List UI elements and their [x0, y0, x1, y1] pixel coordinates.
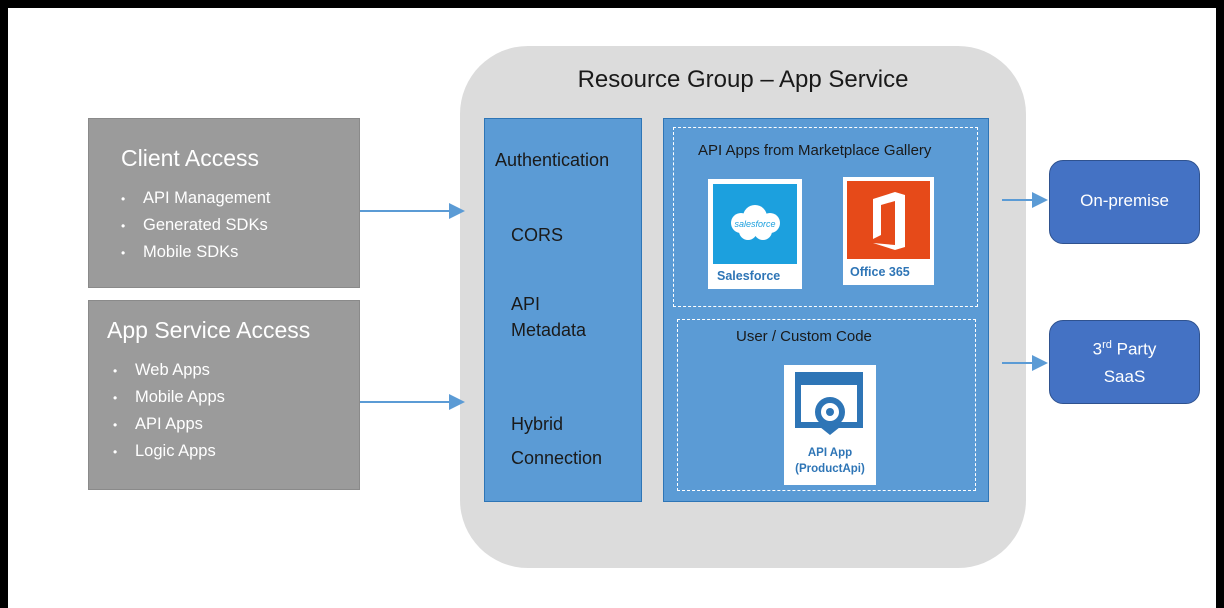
list-item-label: Mobile Apps [135, 388, 225, 406]
salesforce-logo-icon: salesforce [713, 184, 797, 264]
hybrid-line1: Hybrid [511, 414, 564, 434]
diagram-canvas: Client Access • API Management • Generated… [8, 8, 1216, 608]
third-party-saas-box: 3rd Party SaaS [1049, 320, 1200, 404]
api-app-label-line2: (ProductApi) [795, 463, 865, 475]
list-item-label: Web Apps [135, 361, 210, 379]
api-app-tile: API App (ProductApi) [784, 365, 876, 485]
bullet-icon: • [121, 219, 126, 233]
list-item-label: Logic Apps [135, 442, 216, 460]
list-item-label: Mobile SDKs [143, 243, 239, 261]
bullet-icon: • [113, 445, 118, 459]
third-party-label: 3rd Party [1050, 339, 1199, 360]
auth-column: Authentication CORS API Metadata Hybrid … [484, 118, 642, 502]
bullet-icon: • [113, 418, 118, 432]
on-premise-box: On-premise [1049, 160, 1200, 244]
api-app-icon [795, 372, 863, 435]
third-party-suffix: rd [1102, 339, 1112, 351]
bullet-icon: • [113, 364, 118, 378]
connector-arrows [360, 192, 1048, 410]
resource-group-title: Resource Group – App Service [577, 66, 909, 93]
custom-code-region: User / Custom Code [677, 319, 976, 491]
list-item: • Generated SDKs [121, 212, 271, 239]
hybrid-connection-label: Hybrid Connection [511, 411, 602, 471]
bullet-icon: • [121, 246, 126, 260]
client-access-title: Client Access [121, 145, 260, 171]
api-app-label-line1: API App [807, 447, 853, 459]
app-service-access-title: App Service Access [107, 317, 311, 343]
marketplace-region: API Apps from Marketplace Gallery [673, 127, 978, 307]
salesforce-logo-text: salesforce [734, 219, 775, 229]
hybrid-line2: Connection [511, 448, 603, 468]
list-item: • API Management [121, 185, 271, 212]
list-item-label: API Management [143, 189, 271, 207]
list-item: • Logic Apps [113, 438, 225, 465]
list-item: • API Apps [113, 411, 225, 438]
cors-label: CORS [511, 225, 564, 245]
custom-code-label: User / Custom Code [736, 328, 872, 345]
list-item: • Mobile Apps [113, 384, 225, 411]
third-party-word: Party [1116, 339, 1157, 359]
third-party-ordinal: 3 [1092, 339, 1103, 359]
apps-panel: API Apps from Marketplace Gallery salesf… [663, 118, 989, 502]
client-access-box: Client Access • API Management • Generated… [88, 118, 360, 288]
list-item: • Mobile SDKs [121, 239, 271, 266]
bullet-icon: • [121, 192, 126, 206]
client-access-list: • API Management • Generated SDKs • Mobile … [121, 185, 271, 266]
list-item-label: Generated SDKs [143, 216, 268, 234]
api-app-label: API App (ProductApi) [784, 445, 876, 477]
saas-label: SaaS [1103, 367, 1146, 386]
marketplace-label: API Apps from Marketplace Gallery [698, 142, 932, 159]
list-item: • Web Apps [113, 357, 225, 384]
office-tile: Office 365 [843, 177, 934, 285]
bullet-icon: • [113, 391, 118, 405]
app-service-access-list: • Web Apps • Mobile Apps • API Apps • Logic … [113, 357, 225, 465]
salesforce-tile: salesforce Salesforce [708, 179, 802, 289]
office-label: Office 365 [850, 265, 910, 279]
api-metadata-line1: API [511, 294, 541, 314]
authentication-label: Authentication [495, 150, 610, 170]
list-item-label: API Apps [135, 415, 203, 433]
api-metadata-line2: Metadata [511, 320, 587, 340]
office-logo-icon [847, 181, 930, 259]
api-metadata-label: API Metadata [511, 291, 586, 343]
app-service-access-box: App Service Access • Web Apps • Mobile App… [88, 300, 360, 490]
on-premise-label: On-premise [1080, 191, 1169, 210]
salesforce-label: Salesforce [717, 269, 781, 283]
